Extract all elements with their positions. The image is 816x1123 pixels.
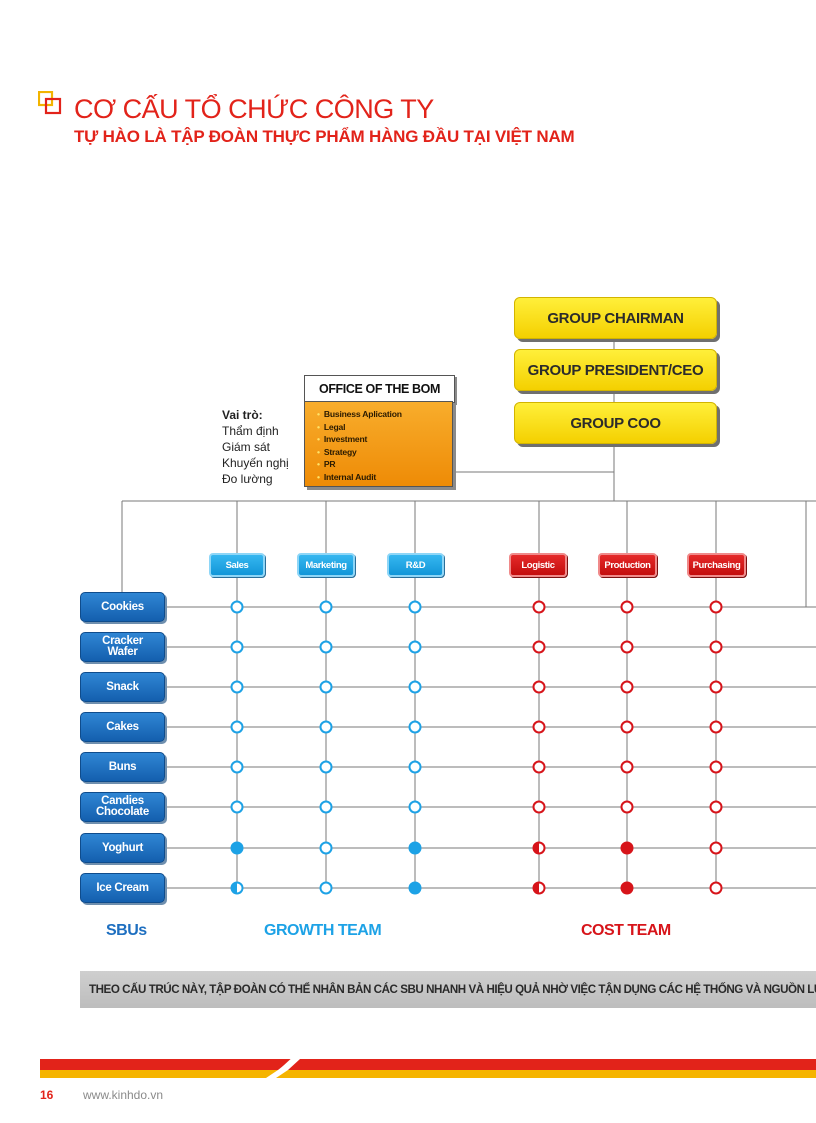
bom-item: Investment <box>317 433 452 446</box>
sbu-ice-cream: Ice Cream <box>80 873 165 903</box>
sbu-cookies: Cookies <box>80 592 165 622</box>
matrix-node <box>620 600 634 614</box>
office-of-bom-box: Business Aplication Legal Investment Str… <box>304 401 453 487</box>
matrix-node <box>620 640 634 654</box>
matrix-node <box>709 841 723 855</box>
function-rnd: R&D <box>387 553 444 577</box>
matrix-node <box>532 760 546 774</box>
matrix-node <box>319 720 333 734</box>
matrix-node <box>230 640 244 654</box>
website-link: www.kinhdo.vn <box>83 1088 164 1102</box>
matrix-node <box>532 640 546 654</box>
sbu-candies-chocolate: Candies Chocolate <box>80 792 165 822</box>
title-squares-icon <box>38 91 62 115</box>
matrix-node <box>319 680 333 694</box>
matrix-node <box>532 680 546 694</box>
roles-block: Vai trò: Thẩm định Giám sát Khuyến nghị … <box>222 407 289 487</box>
bom-item: Internal Audit <box>317 471 452 484</box>
roles-title: Vai trò: <box>222 408 263 422</box>
role-item: Khuyến nghị <box>222 456 289 470</box>
group-chairman-box: GROUP CHAIRMAN <box>514 297 717 339</box>
matrix-node <box>620 881 634 895</box>
sbu-cakes: Cakes <box>80 712 165 742</box>
matrix-node <box>319 640 333 654</box>
matrix-node <box>620 841 634 855</box>
page-number: 16 <box>40 1088 54 1102</box>
matrix-node <box>408 720 422 734</box>
function-logistic: Logistic <box>509 553 567 577</box>
matrix-node <box>532 800 546 814</box>
matrix-node <box>230 760 244 774</box>
sbu-yoghurt: Yoghurt <box>80 833 165 863</box>
matrix-node <box>532 600 546 614</box>
function-purchasing: Purchasing <box>687 553 746 577</box>
matrix-node <box>408 680 422 694</box>
matrix-node <box>709 720 723 734</box>
matrix-node <box>620 800 634 814</box>
role-item: Giám sát <box>222 440 271 454</box>
bom-item: Strategy <box>317 446 452 459</box>
bom-item: PR <box>317 458 452 471</box>
matrix-node-half-fill <box>533 842 539 854</box>
matrix-node <box>319 600 333 614</box>
role-item: Đo lường <box>222 472 273 486</box>
group-coo-box: GROUP COO <box>514 402 717 444</box>
role-item: Thẩm định <box>222 424 279 438</box>
sbu-buns: Buns <box>80 752 165 782</box>
matrix-node <box>709 640 723 654</box>
office-of-bom-title: OFFICE OF THE BOM <box>304 375 455 403</box>
page-title: CƠ CẤU TỔ CHỨC CÔNG TY <box>74 94 434 124</box>
matrix-node <box>230 680 244 694</box>
matrix-node <box>709 881 723 895</box>
matrix-node <box>709 600 723 614</box>
summary-banner: THEO CẤU TRÚC NÀY, TẬP ĐOÀN CÓ THỂ NHÂN … <box>80 971 816 1008</box>
page-subtitle: TỰ HÀO LÀ TẬP ĐOÀN THỰC PHẨM HÀNG ĐẦU TẠ… <box>74 127 575 146</box>
matrix-node <box>408 640 422 654</box>
matrix-node <box>319 800 333 814</box>
matrix-node <box>709 680 723 694</box>
sbu-snack: Snack <box>80 672 165 702</box>
matrix-node <box>408 800 422 814</box>
matrix-node <box>230 720 244 734</box>
matrix-node <box>408 881 422 895</box>
matrix-node <box>230 841 244 855</box>
sbu-cracker-wafer: Cracker Wafer <box>80 632 165 662</box>
matrix-node <box>620 760 634 774</box>
group-president-ceo-box: GROUP PRESIDENT/CEO <box>514 349 717 391</box>
matrix-node <box>620 680 634 694</box>
function-marketing: Marketing <box>297 553 355 577</box>
matrix-node <box>709 800 723 814</box>
function-sales: Sales <box>209 553 265 577</box>
function-production: Production <box>598 553 657 577</box>
cost-team-label: COST TEAM <box>581 922 671 939</box>
bom-item: Legal <box>317 421 452 434</box>
matrix-node <box>408 760 422 774</box>
matrix-node <box>408 841 422 855</box>
bom-item: Business Aplication <box>317 408 452 421</box>
matrix-node <box>408 600 422 614</box>
matrix-node <box>319 760 333 774</box>
matrix-node <box>709 760 723 774</box>
matrix-node <box>319 841 333 855</box>
matrix-node-half-fill <box>231 882 237 894</box>
matrix-node <box>620 720 634 734</box>
footer-stripe <box>40 1056 816 1080</box>
sbus-label: SBUs <box>106 922 147 939</box>
matrix-node <box>319 881 333 895</box>
matrix-node-half-fill <box>533 882 539 894</box>
matrix-node <box>230 600 244 614</box>
matrix-node <box>230 800 244 814</box>
matrix-node <box>532 720 546 734</box>
growth-team-label: GROWTH TEAM <box>264 922 382 939</box>
